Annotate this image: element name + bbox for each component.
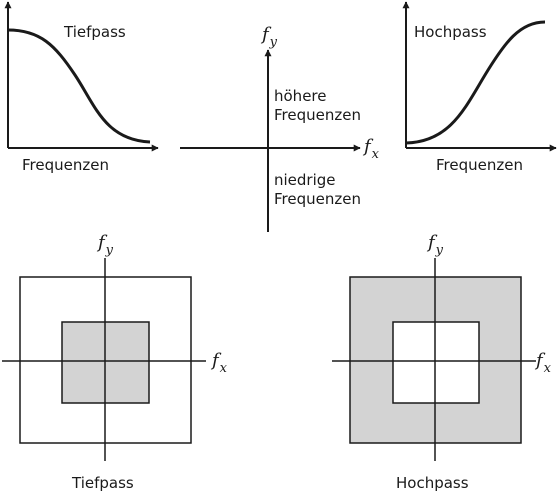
tiefpass-curve-label: Tiefpass	[63, 23, 126, 41]
tiefpass-filter-x-axis-label: fx	[210, 350, 228, 376]
lower-frequencies-label-line1: niedrige	[274, 171, 336, 189]
hochpass-y-sub: y	[435, 243, 444, 258]
tiefpass-filter-label: Tiefpass	[71, 474, 134, 492]
frequency-plane-y-axis-label: fy	[260, 24, 278, 50]
hochpass-filter-x-axis-label: fx	[534, 350, 552, 376]
lower-frequencies-label-line2: Frequenzen	[274, 190, 361, 208]
tiefpass-filter-y-axis-label: fy	[96, 232, 114, 258]
frequency-plane-x-axis-label: fx	[362, 136, 380, 162]
hochpass-x-sub: x	[544, 361, 552, 376]
hochpass-curve-x-label: Frequenzen	[436, 156, 523, 174]
hochpass-stopband	[392, 321, 480, 404]
y-axis-sub: y	[269, 35, 278, 50]
upper-frequencies-label-line2: Frequenzen	[274, 106, 361, 124]
hochpass-filter-2d: fy fx Hochpass	[332, 232, 552, 492]
hochpass-response-curve	[405, 20, 546, 145]
frequency-plane: fy fx höhere Frequenzen niedrige Frequen…	[180, 24, 380, 232]
tiefpass-curve-plot: Tiefpass Frequenzen	[4, 1, 159, 174]
tiefpass-response-curve	[7, 28, 151, 144]
tiefpass-x-sub: x	[220, 361, 228, 376]
hochpass-filter-label: Hochpass	[396, 474, 469, 492]
x-axis-sub: x	[372, 147, 380, 162]
hochpass-curve-plot: Hochpass Frequenzen	[402, 1, 557, 174]
tiefpass-y-sub: y	[105, 243, 114, 258]
hochpass-curve-label: Hochpass	[414, 23, 487, 41]
upper-frequencies-label-line1: höhere	[274, 87, 327, 105]
tiefpass-filter-2d: fy fx Tiefpass	[2, 232, 228, 492]
hochpass-filter-y-axis-label: fy	[426, 232, 444, 258]
tiefpass-curve-x-label: Frequenzen	[22, 156, 109, 174]
